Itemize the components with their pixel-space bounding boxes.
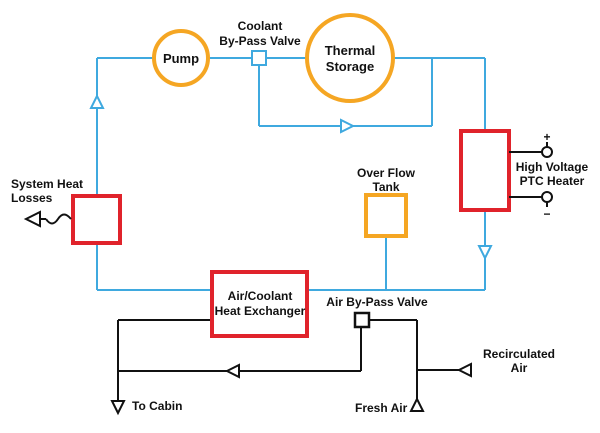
ptc-heater: + − High Voltage PTC Heater bbox=[459, 129, 589, 221]
heat-exchanger-label-line2: Heat Exchanger bbox=[215, 304, 306, 318]
heater-label-line2: PTC Heater bbox=[520, 174, 585, 188]
overflow-tank: Over Flow Tank bbox=[357, 166, 416, 238]
air-bypass-valve-box bbox=[353, 311, 371, 329]
fresh-air-label: Fresh Air bbox=[355, 401, 408, 415]
flow-arrow-down-icon bbox=[477, 245, 493, 261]
fresh-air-arrow-icon bbox=[409, 396, 425, 412]
heater-minus-sign: − bbox=[543, 207, 550, 221]
thermal-storage: Thermal Storage bbox=[305, 13, 395, 103]
heat-loss-wave bbox=[45, 213, 72, 225]
heat-loss-arrow-icon bbox=[23, 210, 41, 228]
to-cabin-label: To Cabin bbox=[132, 399, 182, 413]
pump: Pump bbox=[152, 29, 210, 87]
thermal-storage-circle bbox=[305, 13, 395, 103]
heater-plus-sign: + bbox=[543, 130, 550, 144]
overflow-tank-label-line1: Over Flow bbox=[357, 166, 416, 180]
ptc-heater-box bbox=[459, 129, 511, 212]
system-heat-losses: System Heat Losses bbox=[11, 177, 122, 245]
flow-arrow-up-icon bbox=[89, 93, 105, 109]
heat-exchanger-label-line1: Air/Coolant bbox=[228, 289, 293, 303]
heater-label-line1: High Voltage bbox=[516, 160, 589, 174]
recirc-air-arrow-icon bbox=[456, 362, 472, 378]
heater-positive-terminal bbox=[541, 146, 553, 158]
heater-negative-terminal bbox=[541, 191, 553, 203]
coolant-bypass-label-line1: Coolant bbox=[238, 19, 283, 33]
cabin-arrow-icon bbox=[110, 400, 126, 416]
flow-arrow-right-icon bbox=[340, 118, 356, 134]
coolant-bypass-label-line2: By-Pass Valve bbox=[219, 34, 301, 48]
coolant-loop bbox=[96, 57, 486, 291]
recirc-air-label-line2: Air bbox=[511, 361, 528, 375]
thermal-storage-label-line1: Thermal bbox=[325, 43, 376, 58]
overflow-tank-label-line2: Tank bbox=[372, 180, 399, 194]
coolant-bypass-valve-box bbox=[251, 50, 267, 66]
heat-loss-label-line1: System Heat bbox=[11, 177, 83, 191]
thermal-storage-label-line2: Storage bbox=[326, 59, 374, 74]
heat-loss-label-line2: Losses bbox=[11, 191, 53, 205]
pump-circle bbox=[152, 29, 210, 87]
pump-label: Pump bbox=[163, 51, 199, 66]
heat-exchanger-box bbox=[210, 270, 309, 338]
return-arrow-icon bbox=[224, 363, 240, 379]
recirc-air-label-line1: Recirculated bbox=[483, 347, 555, 361]
air-bypass-label: Air By-Pass Valve bbox=[326, 295, 428, 309]
coolant-bypass-valve: Coolant By-Pass Valve bbox=[219, 19, 301, 66]
overflow-tank-box bbox=[364, 193, 408, 238]
heat-loss-box bbox=[71, 194, 122, 245]
air-bypass-valve: Air By-Pass Valve bbox=[326, 295, 428, 329]
heat-exchanger: Air/Coolant Heat Exchanger bbox=[210, 270, 309, 338]
